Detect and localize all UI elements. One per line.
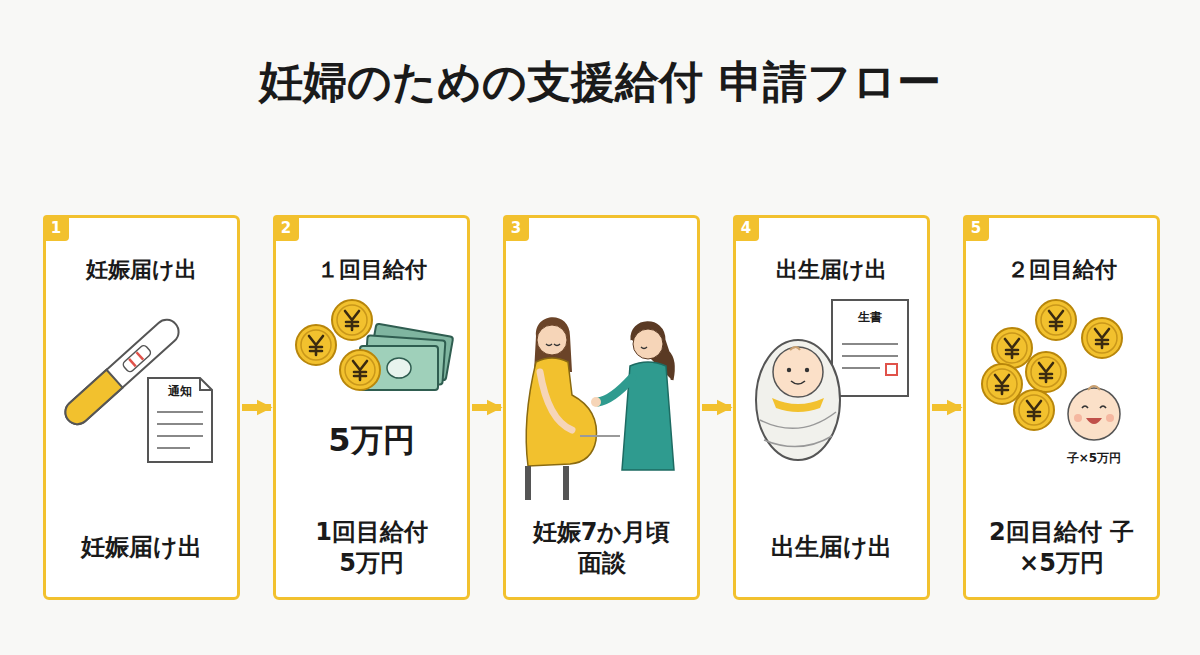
step-caption: 1回目給付 5万円 bbox=[284, 508, 459, 588]
certificate bbox=[832, 300, 908, 396]
swaddled-baby bbox=[756, 340, 840, 460]
flow-arrow bbox=[702, 404, 731, 411]
flow-arrow bbox=[932, 404, 961, 411]
step-number: 4 bbox=[733, 215, 759, 241]
step-box: 2 １回目給付 5万円 1回目給付 5万円 bbox=[273, 215, 470, 600]
document-label: 生書 bbox=[858, 309, 882, 326]
step-box: 5 ２回目給付 2回目給付 子×5万円 bbox=[963, 215, 1160, 600]
step-caption: 妊娠届け出 bbox=[54, 508, 229, 588]
step-number: 3 bbox=[503, 215, 529, 241]
notice-document bbox=[148, 378, 212, 462]
flow-arrow bbox=[472, 404, 501, 411]
flow-arrow bbox=[242, 404, 271, 411]
step-number: 5 bbox=[963, 215, 989, 241]
document-label: 通知 bbox=[168, 383, 192, 400]
step-heading: 出生届け出 bbox=[744, 256, 919, 285]
step-number: 2 bbox=[273, 215, 299, 241]
title: 妊婦のための支援給付 申請フロー bbox=[200, 52, 1000, 113]
step-caption: 出生届け出 bbox=[744, 508, 919, 588]
box-grounds bbox=[43, 215, 1160, 600]
step-number: 1 bbox=[43, 215, 69, 241]
step-heading: ２回目給付 bbox=[974, 256, 1149, 285]
amount-note: 子×5万円 bbox=[1067, 450, 1121, 467]
pregnant-woman bbox=[526, 317, 596, 500]
consultant bbox=[580, 323, 674, 470]
step-heading: 妊娠届け出 bbox=[54, 256, 229, 285]
step-caption: 妊娠7か月頃 面談 bbox=[514, 508, 689, 588]
step-caption: 2回目給付 子×5万円 bbox=[974, 508, 1149, 588]
amount-text: 5万円 bbox=[284, 420, 459, 462]
step-box: 3 妊娠7か月頃 面談 bbox=[503, 215, 700, 600]
step-box: 4出生届け出出生届け出 bbox=[733, 215, 930, 600]
step-box: 1妊娠届け出妊娠届け出 bbox=[43, 215, 240, 600]
baby-face bbox=[1068, 386, 1120, 440]
coins bbox=[296, 300, 380, 390]
step-heading: １回目給付 bbox=[284, 256, 459, 285]
